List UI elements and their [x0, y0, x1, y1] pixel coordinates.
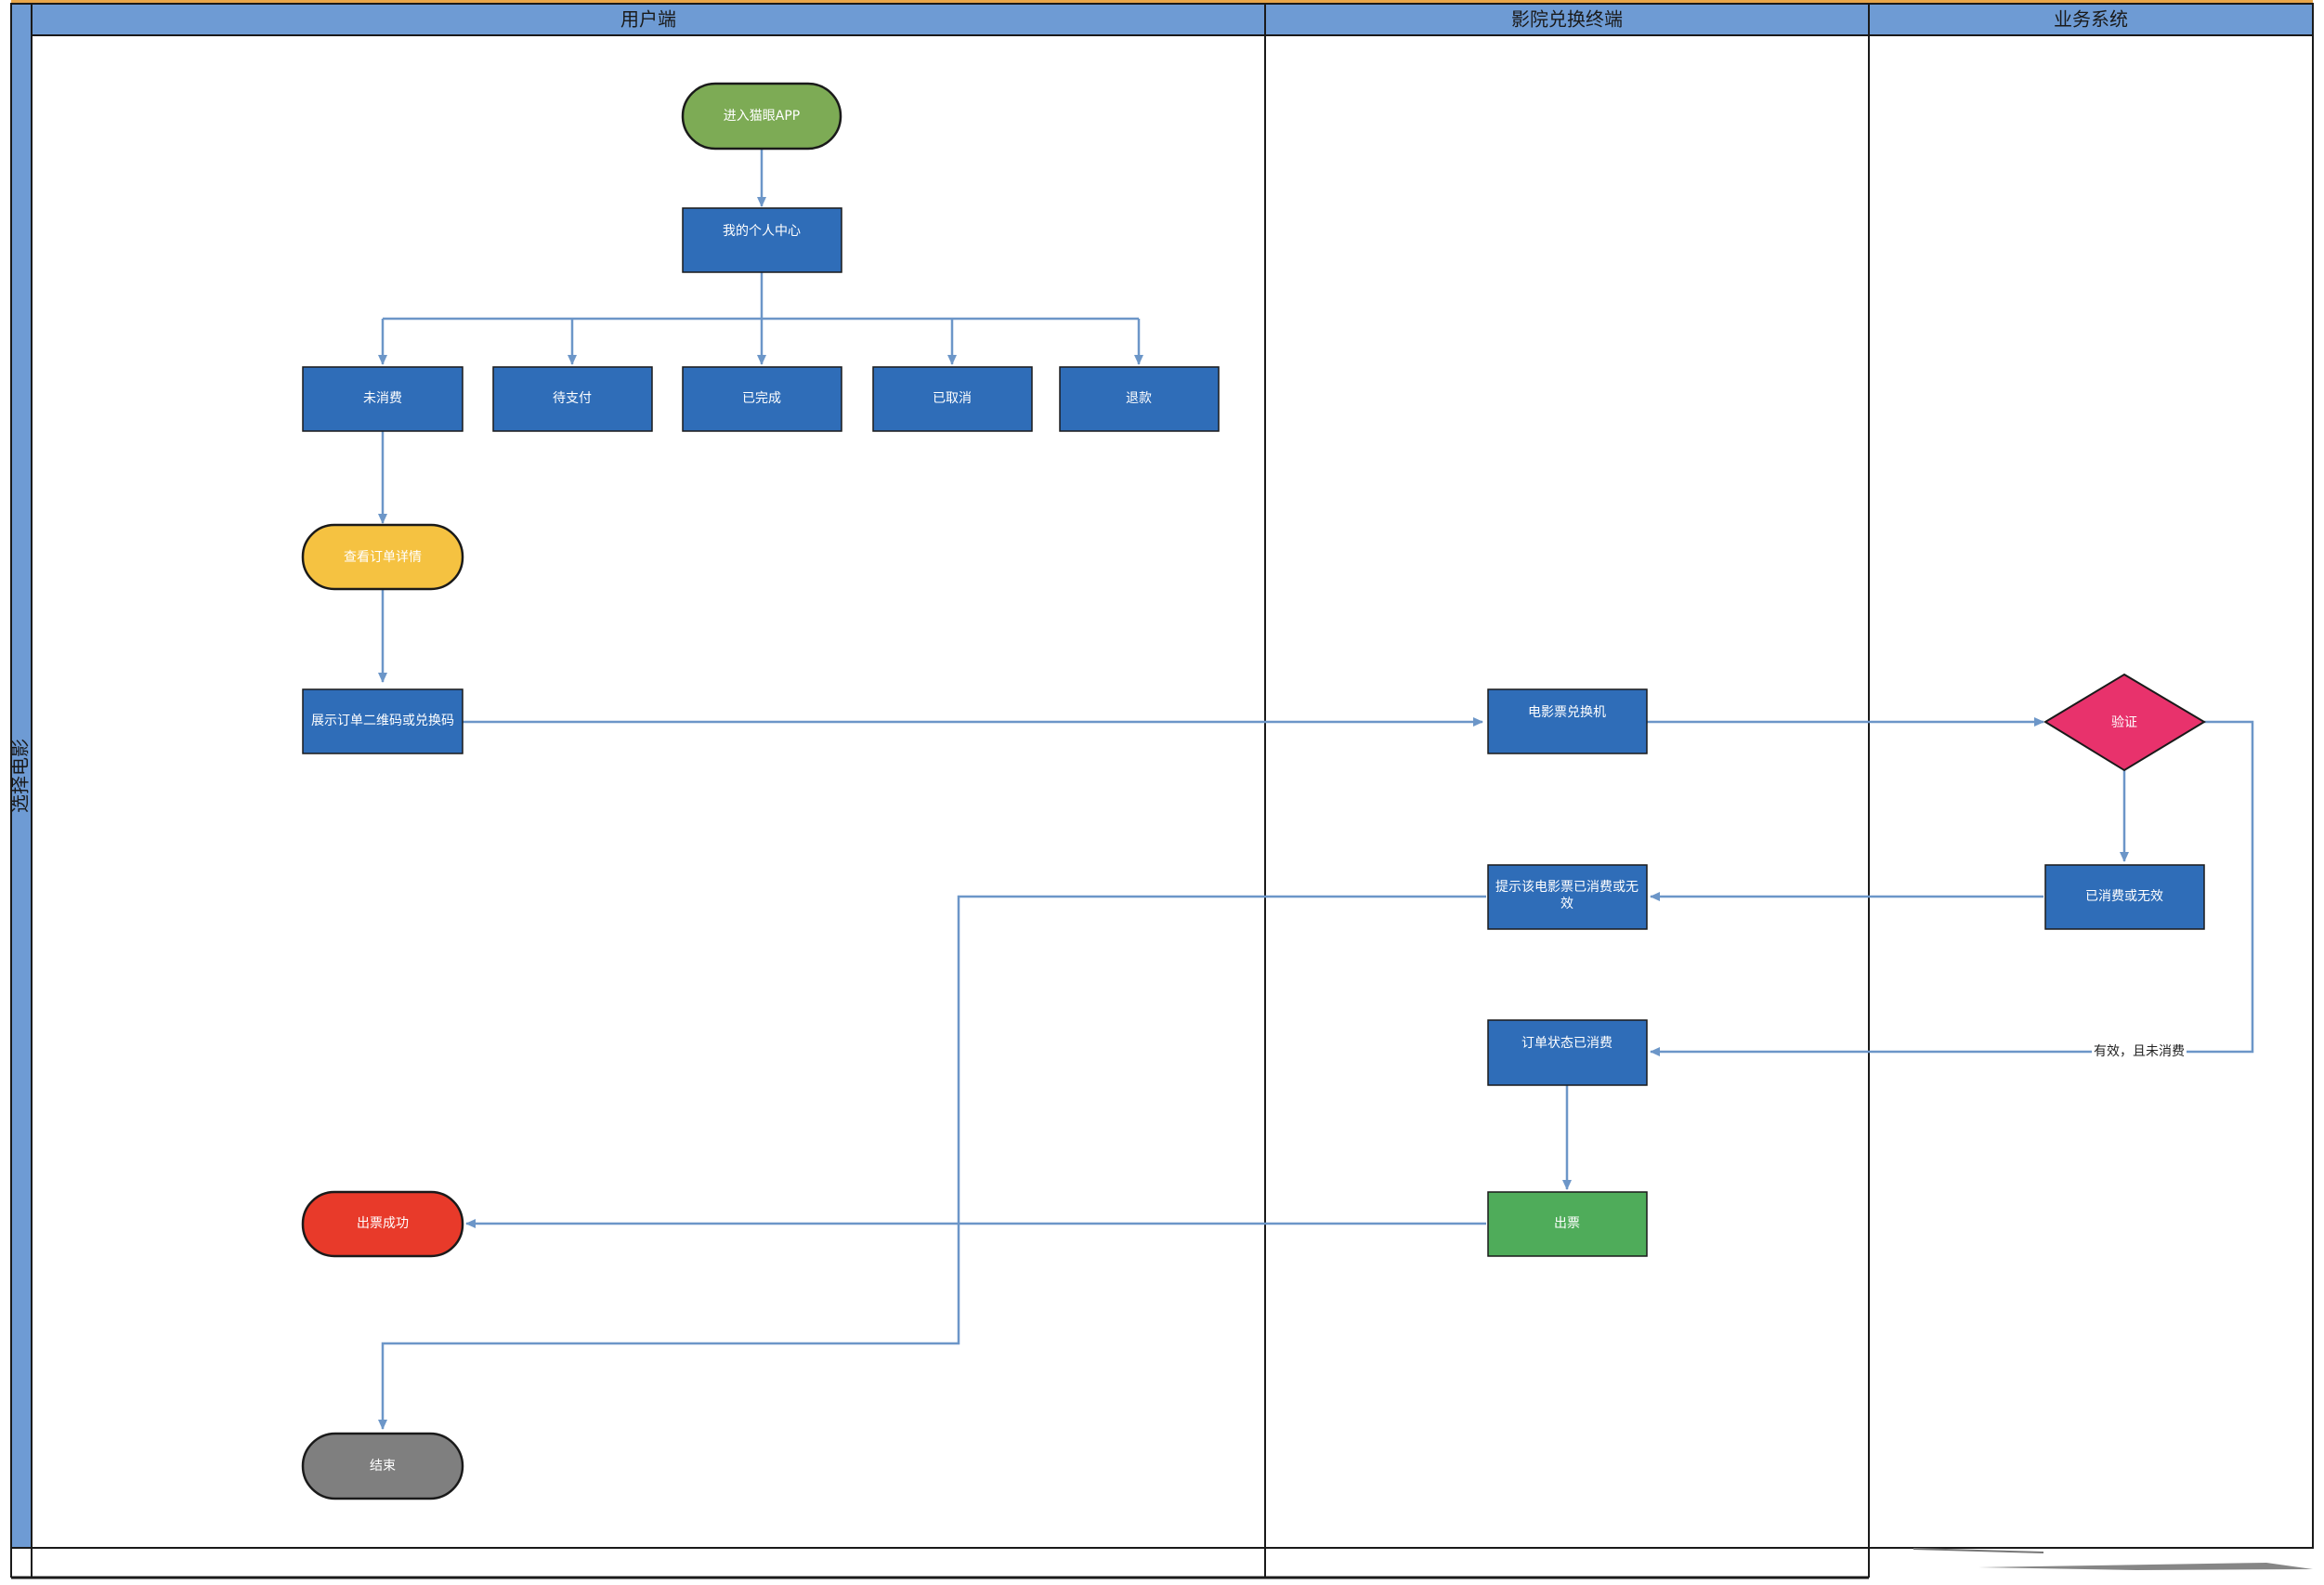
node-my-center-shape — [682, 207, 842, 273]
node-pending-payment: 待支付 — [492, 366, 653, 432]
edge-label-valid-unconsumed: 有效，且未消费 — [2094, 1044, 2185, 1059]
node-consumed-or-invalid-label: 已消费或无效 — [2085, 889, 2163, 904]
lane-title-system: 业务系统 — [2054, 8, 2128, 31]
node-consumed-or-invalid-shape — [2044, 864, 2205, 930]
node-refund-shape — [1059, 366, 1220, 432]
lane-body-user — [31, 34, 1266, 1549]
edges — [378, 149, 2254, 1430]
node-view-order-label: 查看订单详情 — [344, 550, 422, 565]
node-issue-ticket-label: 出票 — [1554, 1216, 1580, 1231]
node-enter-app-label: 进入猫眼APP — [724, 109, 800, 124]
node-order-consumed-shape — [1487, 1019, 1648, 1086]
node-show-code-label: 展示订单二维码或兑换码 — [311, 713, 454, 728]
node-unconsumed: 未消费 — [302, 366, 463, 432]
node-completed-label: 已完成 — [742, 391, 781, 406]
node-prompt-invalid-shape — [1487, 864, 1648, 930]
node-ticket-machine-label: 电影票兑换机 — [1528, 704, 1606, 720]
node-verify: 验证 — [2043, 673, 2206, 772]
node-consumed-or-invalid: 已消费或无效 — [2044, 864, 2205, 930]
node-pending-payment-shape — [492, 366, 653, 432]
node-order-consumed-label: 订单状态已消费 — [1521, 1036, 1612, 1051]
node-ticket-machine: 电影票兑换机 — [1487, 688, 1648, 754]
edge-verify-to-order-consumed — [1650, 720, 2254, 1056]
node-unconsumed-shape — [302, 366, 463, 432]
node-ticket-success: 出票成功 — [301, 1190, 464, 1258]
node-verify-label: 验证 — [2111, 715, 2137, 730]
node-my-center-label: 我的个人中心 — [723, 224, 801, 239]
node-end-shape — [301, 1432, 464, 1500]
node-view-order: 查看订单详情 — [301, 523, 464, 591]
node-unconsumed-label: 未消费 — [363, 391, 402, 406]
node-show-code: 展示订单二维码或兑换码 — [302, 688, 463, 754]
node-ticket-machine-shape — [1487, 688, 1648, 754]
node-my-center: 我的个人中心 — [682, 207, 842, 273]
lane-header-system — [1868, 3, 2314, 36]
node-order-consumed: 订单状态已消费 — [1487, 1019, 1648, 1086]
node-completed-shape — [682, 366, 842, 432]
node-show-code-shape — [302, 688, 463, 754]
lane-body-system — [1868, 34, 2314, 1549]
node-prompt-invalid-label-1: 提示该电影票已消费或无 — [1495, 880, 1639, 895]
node-cancelled-shape — [872, 366, 1033, 432]
torn-edge-1 — [1913, 1548, 2044, 1553]
lane-body-terminal — [1264, 34, 1870, 1549]
node-pending-payment-label: 待支付 — [553, 391, 592, 406]
node-ticket-success-label: 出票成功 — [357, 1216, 409, 1231]
top-accent-bar — [11, 0, 2313, 4]
node-cancelled-label: 已取消 — [933, 391, 972, 406]
torn-edge-2 — [1978, 1563, 2313, 1570]
node-verify-shape — [2043, 673, 2206, 772]
lane-title-terminal: 影院兑换终端 — [1511, 8, 1623, 31]
node-issue-ticket-shape — [1487, 1191, 1648, 1257]
node-enter-app: 进入猫眼APP — [681, 82, 842, 151]
pool-label: 选择电影 — [9, 739, 32, 813]
node-view-order-shape — [301, 523, 464, 591]
node-enter-app-shape — [681, 82, 842, 151]
node-completed: 已完成 — [682, 366, 842, 432]
node-prompt-invalid: 提示该电影票已消费或无 效 — [1487, 864, 1648, 930]
edge-prompt-to-end — [378, 895, 1486, 1430]
node-refund: 退款 — [1059, 366, 1220, 432]
node-end: 结束 — [301, 1432, 464, 1500]
node-end-label: 结束 — [370, 1459, 396, 1474]
node-ticket-success-shape — [301, 1190, 464, 1258]
lane-header-user — [31, 3, 1266, 36]
node-refund-label: 退款 — [1126, 391, 1152, 406]
node-prompt-invalid-label-2: 效 — [1560, 897, 1573, 911]
node-issue-ticket: 出票 — [1487, 1191, 1648, 1257]
lane-title-user: 用户端 — [620, 8, 676, 31]
node-cancelled: 已取消 — [872, 366, 1033, 432]
edge-label-bg — [2092, 1041, 2187, 1062]
